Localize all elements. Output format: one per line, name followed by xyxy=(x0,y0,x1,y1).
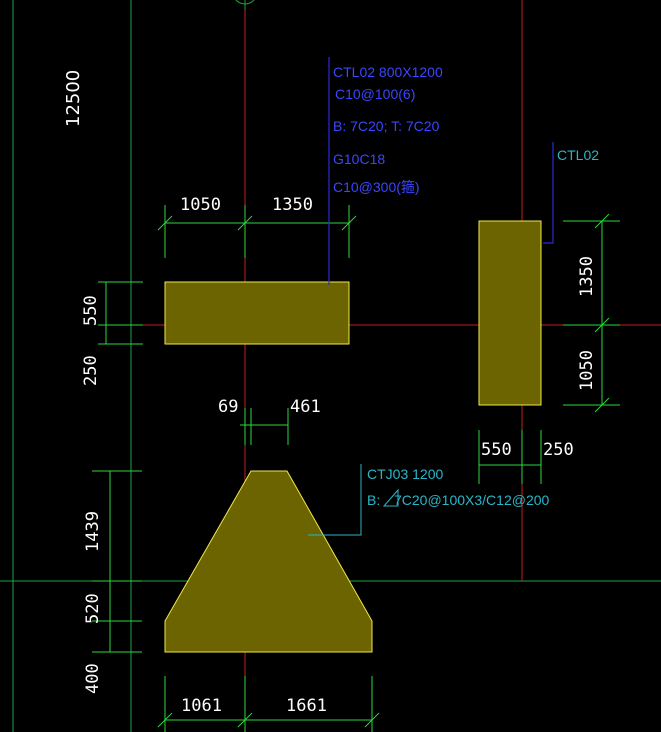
trap-section xyxy=(164,470,373,653)
beam1-dim-h-top: 550 xyxy=(81,295,101,326)
trap-anno-line2: 7C20@100X3/C12@200 xyxy=(394,492,550,508)
beam1-anno-line1: CTL02 800X1200 xyxy=(333,64,443,80)
trap-dim-h-mid: 520 xyxy=(83,593,103,624)
trap-dim-top-left: 69 xyxy=(218,397,238,417)
beam2-dim-bottom: 1050 xyxy=(577,350,597,391)
beam1-anno-line3: B: 7C20; T: 7C20 xyxy=(333,118,440,134)
beam2-section xyxy=(478,220,542,406)
beam2-dim-w-right: 250 xyxy=(543,440,574,460)
beam2-leader xyxy=(543,142,554,244)
trap-dims xyxy=(92,408,380,732)
trap-dim-top-right: 461 xyxy=(290,397,321,417)
beam2-dims xyxy=(478,213,620,484)
trap-annotation: CTJ03 1200 B: 7C20@100X3/C12@200 xyxy=(367,466,550,508)
beam1-anno-line5: C10@300(箍) xyxy=(333,179,420,195)
beam2-dim-w-left: 550 xyxy=(481,440,512,460)
trap-dim-h-lower: 400 xyxy=(83,663,103,694)
beam2-anno-name: CTL02 xyxy=(557,147,599,163)
beam1-dim-left: 1050 xyxy=(180,195,221,215)
beam1-anno-line4: G10C18 xyxy=(333,151,385,167)
trap-leader xyxy=(308,464,362,536)
beam2-dim-top: 1350 xyxy=(577,256,597,297)
rebar-symbol-icon xyxy=(382,488,399,507)
beam1-annotation: CTL02 800X1200 C10@100(6) B: 7C20; T: 7C… xyxy=(333,64,443,195)
trap-dim-base-left: 1061 xyxy=(181,696,222,716)
beam1-section xyxy=(164,281,350,345)
trap-dim-base-right: 1661 xyxy=(286,696,327,716)
trap-anno-line2-prefix: B: xyxy=(367,492,380,508)
trap-dim-h-upper: 1439 xyxy=(83,511,103,552)
overall-dim: 12500 xyxy=(63,70,84,127)
beam1-dims xyxy=(98,205,357,345)
axis-bubble xyxy=(235,0,255,5)
beam1-anno-line2: C10@100(6) xyxy=(335,86,415,102)
beam1-dim-right: 1350 xyxy=(272,195,313,215)
beam1-dim-h-bottom: 250 xyxy=(81,355,101,386)
trap-anno-line1: CTJ03 1200 xyxy=(367,466,443,482)
